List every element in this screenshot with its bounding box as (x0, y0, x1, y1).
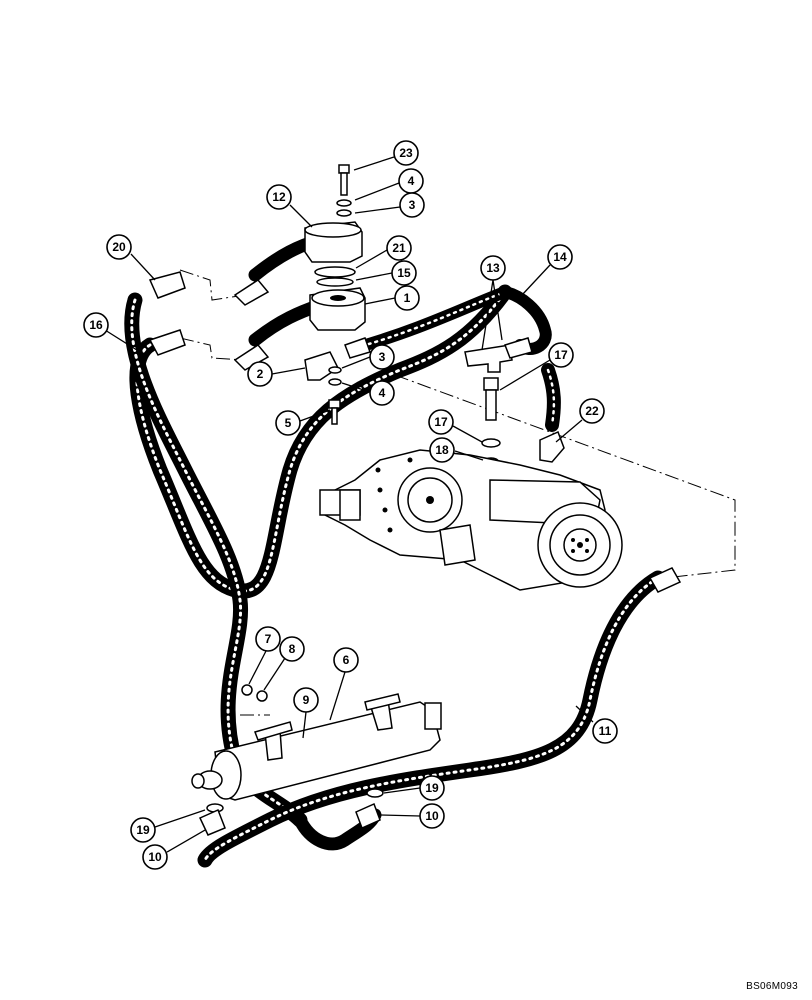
fitting-19-right (366, 788, 384, 798)
callout-2: 2 (247, 361, 273, 387)
nut-7 (241, 684, 253, 696)
cooler-6 (191, 693, 442, 801)
hose-16-left-long (129, 284, 513, 599)
hose-top-to-block-1 (349, 286, 511, 354)
callout-10-left-label: 10 (148, 850, 162, 864)
washer-3-mid (328, 366, 342, 374)
callout-19-right: 19 (419, 775, 445, 801)
callout-7-label: 7 (265, 632, 272, 646)
fitting-16-end (148, 329, 186, 356)
callout-2-label: 2 (257, 367, 264, 381)
callout-1: 1 (394, 285, 420, 311)
washer-8 (256, 690, 268, 702)
washer-17-lower (481, 438, 501, 448)
callout-7: 7 (255, 626, 281, 652)
callout-12: 12 (266, 184, 292, 210)
callout-3-top-label: 3 (409, 198, 416, 212)
callout-3-mid: 3 (369, 344, 395, 370)
block-1 (309, 287, 366, 331)
callout-8-label: 8 (289, 642, 296, 656)
block-12 (304, 221, 363, 263)
callout-14: 14 (547, 244, 573, 270)
bolt-23 (338, 164, 350, 196)
callout-19-left-label: 19 (136, 823, 150, 837)
fitting-11-end (648, 567, 682, 593)
elbow-2 (304, 351, 339, 381)
callout-14-label: 14 (553, 250, 567, 264)
callout-5-label: 5 (285, 416, 292, 430)
fitting-20-end (148, 271, 186, 299)
callout-17-top: 17 (548, 342, 574, 368)
callout-3-top: 3 (399, 192, 425, 218)
callout-4-mid-label: 4 (379, 386, 386, 400)
callout-9: 9 (293, 687, 319, 713)
fitting-10-left (198, 808, 226, 836)
callout-15-label: 15 (397, 266, 411, 280)
callout-4-top: 4 (398, 168, 424, 194)
callout-22-label: 22 (585, 404, 599, 418)
hose-11-right-long (197, 570, 666, 868)
callout-12-label: 12 (272, 190, 286, 204)
callout-11-label: 11 (599, 724, 612, 738)
centerline-dashes (179, 269, 736, 716)
callout-23-label: 23 (399, 146, 413, 160)
callout-10-right: 10 (419, 803, 445, 829)
callout-1-label: 1 (404, 291, 411, 305)
callout-6: 6 (333, 647, 359, 673)
callout-8: 8 (279, 636, 305, 662)
callout-17-top-label: 17 (554, 348, 568, 362)
leader-lines (104, 156, 594, 853)
callout-4-mid: 4 (369, 380, 395, 406)
callout-10-left: 10 (142, 844, 168, 870)
fitting-upper-left (233, 279, 270, 371)
callout-15: 15 (391, 260, 417, 286)
washer-3-top (336, 209, 352, 217)
callout-5: 5 (275, 410, 301, 436)
callout-4-top-label: 4 (408, 174, 415, 188)
callout-17-lower: 17 (428, 409, 454, 435)
seal-21 (314, 266, 356, 278)
callout-11: 11 (592, 718, 618, 744)
callout-3-mid-label: 3 (379, 350, 386, 364)
drawing-reference-code: BS06M093 (746, 981, 798, 992)
axle-bolts (375, 457, 413, 533)
callout-19-right-label: 19 (425, 781, 439, 795)
adapter-17-top (483, 377, 499, 421)
callout-20-label: 20 (112, 240, 126, 254)
callout-22: 22 (579, 398, 605, 424)
washer-4-mid (328, 378, 342, 386)
callout-10-right-label: 10 (425, 809, 439, 823)
callout-6-label: 6 (343, 653, 350, 667)
axle-sprocket (537, 502, 623, 588)
tee-13 (464, 344, 513, 373)
fitting-hose-end-mid (344, 337, 371, 359)
callout-17-lower-label: 17 (434, 415, 448, 429)
elbow-22 (539, 430, 565, 463)
callout-21-label: 21 (392, 241, 406, 255)
fitting-13-right (504, 337, 533, 359)
fitting-10-right (355, 802, 381, 830)
washer-4-top (336, 199, 352, 207)
callout-20: 20 (106, 234, 132, 260)
callout-18-label: 18 (435, 443, 449, 457)
callout-23: 23 (393, 140, 419, 166)
callout-18: 18 (429, 437, 455, 463)
callout-13-label: 13 (486, 261, 500, 275)
callout-9-label: 9 (303, 693, 310, 707)
oring-15 (316, 277, 354, 287)
bolt-5 (328, 399, 341, 425)
callout-13: 13 (480, 255, 506, 281)
callout-16: 16 (83, 312, 109, 338)
callout-21: 21 (386, 235, 412, 261)
callout-19-left: 19 (130, 817, 156, 843)
callout-16-label: 16 (89, 318, 103, 332)
